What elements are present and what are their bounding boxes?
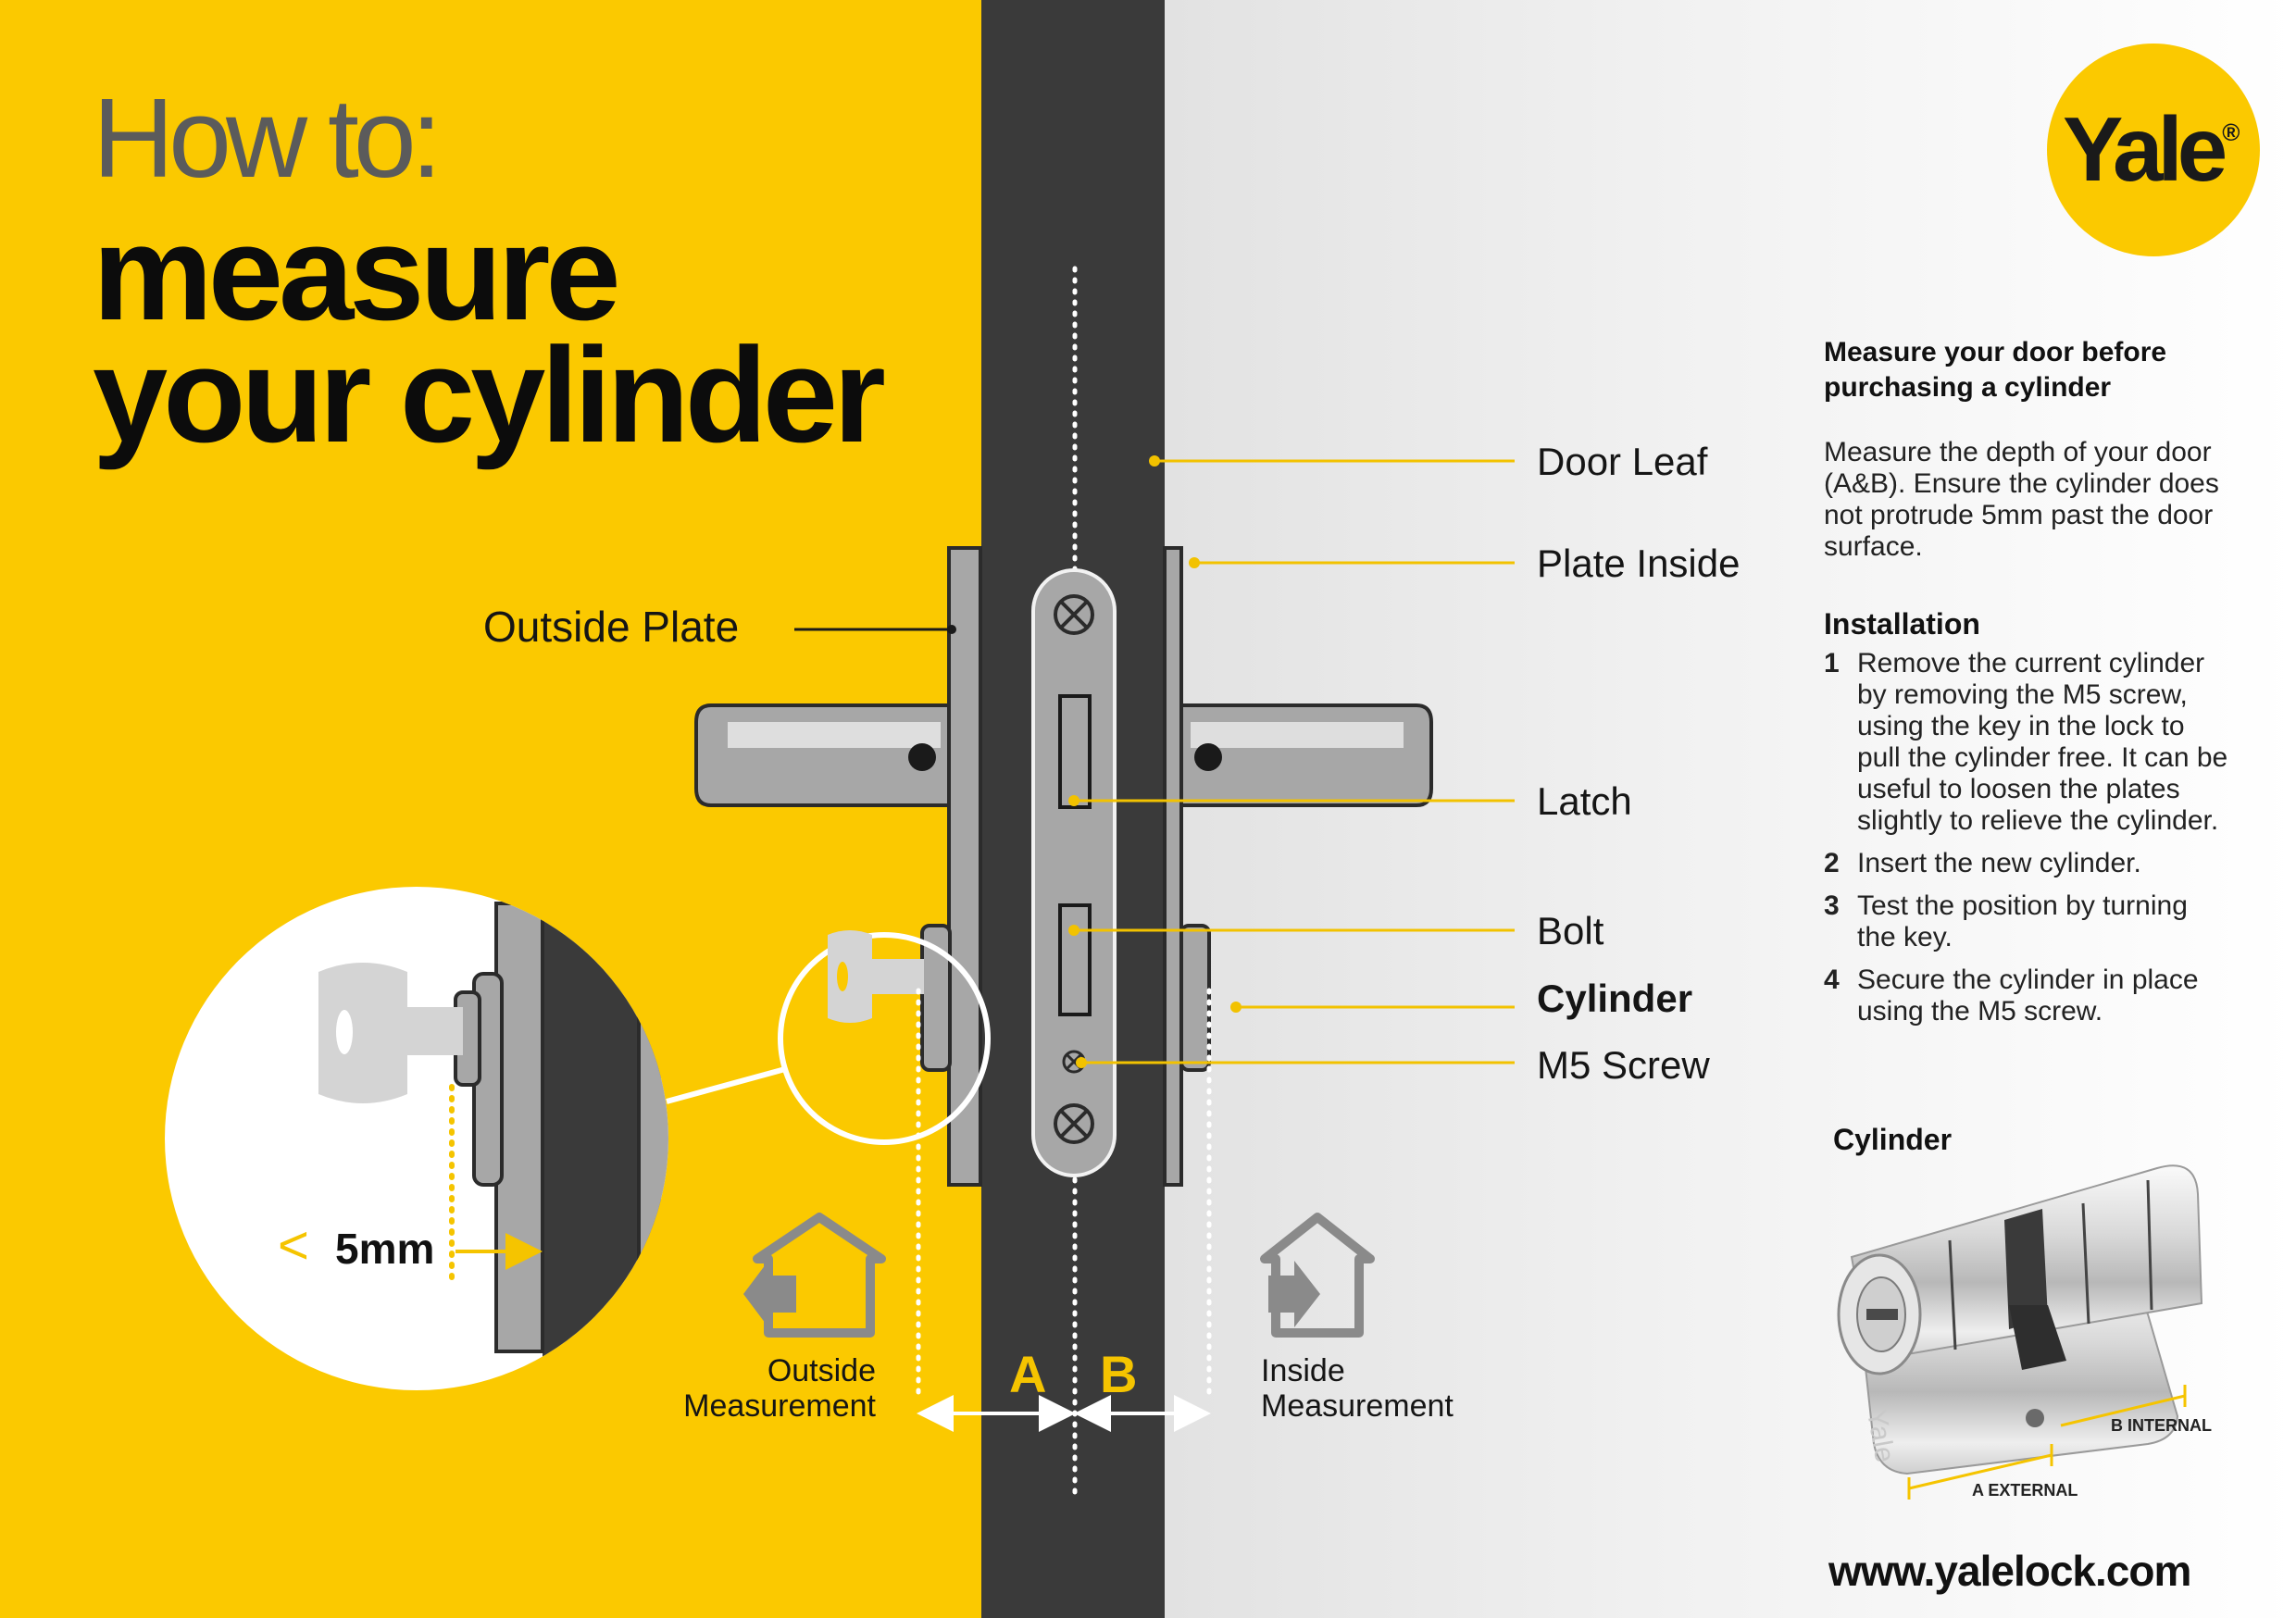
installation-step: 3 Test the position by turning the key. (1824, 890, 2231, 953)
outside-house-icon (753, 1213, 886, 1338)
forend-top-screw (1054, 594, 1094, 635)
dimension-b-letter: B (1100, 1345, 1138, 1403)
a-external-label: A EXTERNAL (1972, 1481, 2078, 1500)
inside-arrow-icon (1268, 1261, 1320, 1327)
step-text: Test the position by turning the key. (1857, 890, 2188, 952)
b-internal-line (2060, 1385, 2187, 1427)
label-door-leaf: Door Leaf (1537, 440, 1708, 483)
label-cylinder: Cylinder (1537, 977, 1693, 1020)
step-text: Remove the current cylinder by removing … (1857, 648, 2228, 836)
title-how-to: How to: (93, 75, 443, 201)
installation-step: 4 Secure the cylinder in place using the… (1824, 965, 2231, 1027)
installation-step: 1 Remove the current cylinder by removin… (1824, 648, 2231, 837)
website-link[interactable]: www.yalelock.com (1828, 1547, 2191, 1595)
outside-measurement-line2: Measurement (683, 1388, 876, 1424)
magnifier-circle (778, 932, 991, 1145)
step-number: 4 (1824, 965, 1840, 995)
sidebar-intro: Measure the depth of your door (A&B). En… (1824, 437, 2219, 562)
cylinder-product-image: Yale (1837, 1164, 2203, 1475)
sidebar-heading: Measure your door before purchasing a cy… (1824, 337, 2167, 403)
inside-house-icon (1260, 1213, 1375, 1338)
less-than-symbol: < (278, 1215, 309, 1276)
outside-plate-shape (947, 546, 982, 1187)
a-external-line (1907, 1444, 2053, 1500)
latch-shape (1058, 694, 1092, 809)
label-latch: Latch (1537, 779, 1632, 823)
cylinder-inside-end (1179, 924, 1211, 1072)
inside-measurement-label: Inside Measurement (1261, 1353, 1454, 1424)
step-number: 3 (1824, 890, 1840, 921)
cylinder-heading: Cylinder (1833, 1123, 1953, 1156)
installation-heading: Installation (1824, 607, 1980, 641)
bolt-shape (1058, 903, 1092, 1016)
forend-plate (1031, 568, 1117, 1177)
yale-logo-circle (2047, 44, 2260, 256)
registered-mark: ® (2222, 118, 2240, 146)
label-plate-inside: Plate Inside (1537, 541, 1741, 585)
inside-measurement-line2: Measurement (1261, 1388, 1454, 1424)
label-outside-plate: Outside Plate (483, 603, 740, 651)
large-key-icon (318, 963, 463, 1103)
title-measure: measure (93, 197, 621, 348)
zoom-connector (666, 1066, 786, 1104)
step-text: Insert the new cylinder. (1857, 848, 2141, 878)
small-key-icon (828, 930, 924, 1023)
step-text: Secure the cylinder in place using the M… (1857, 965, 2199, 1027)
cylinder-outside-end (920, 924, 952, 1072)
step-number: 1 (1824, 648, 1840, 678)
right-handle-screw (1194, 743, 1222, 771)
inside-measurement-line1: Inside (1261, 1353, 1345, 1388)
dimension-a-letter: A (1009, 1345, 1047, 1403)
title-your-cylinder: your cylinder (93, 319, 886, 470)
b-internal-label: B INTERNAL (2111, 1416, 2212, 1435)
forend-bottom-screw (1054, 1103, 1094, 1144)
label-m5-screw: M5 Screw (1537, 1043, 1710, 1087)
protrusion-value: 5mm (335, 1225, 435, 1273)
step-number: 2 (1824, 848, 1840, 878)
inside-plate-shape (1163, 546, 1183, 1187)
outside-arrow-icon (743, 1261, 796, 1327)
installation-step: 2 Insert the new cylinder. (1824, 848, 2231, 879)
outside-measurement-line1: Outside (767, 1353, 876, 1388)
yale-logo-text: Yale (2063, 98, 2227, 200)
installation-steps: 1 Remove the current cylinder by removin… (1824, 648, 2231, 1039)
yale-logo: Yale® (2063, 104, 2240, 194)
label-bolt: Bolt (1537, 909, 1604, 952)
left-handle-screw (908, 743, 936, 771)
outside-measurement-label: Outside Measurement (667, 1353, 876, 1424)
